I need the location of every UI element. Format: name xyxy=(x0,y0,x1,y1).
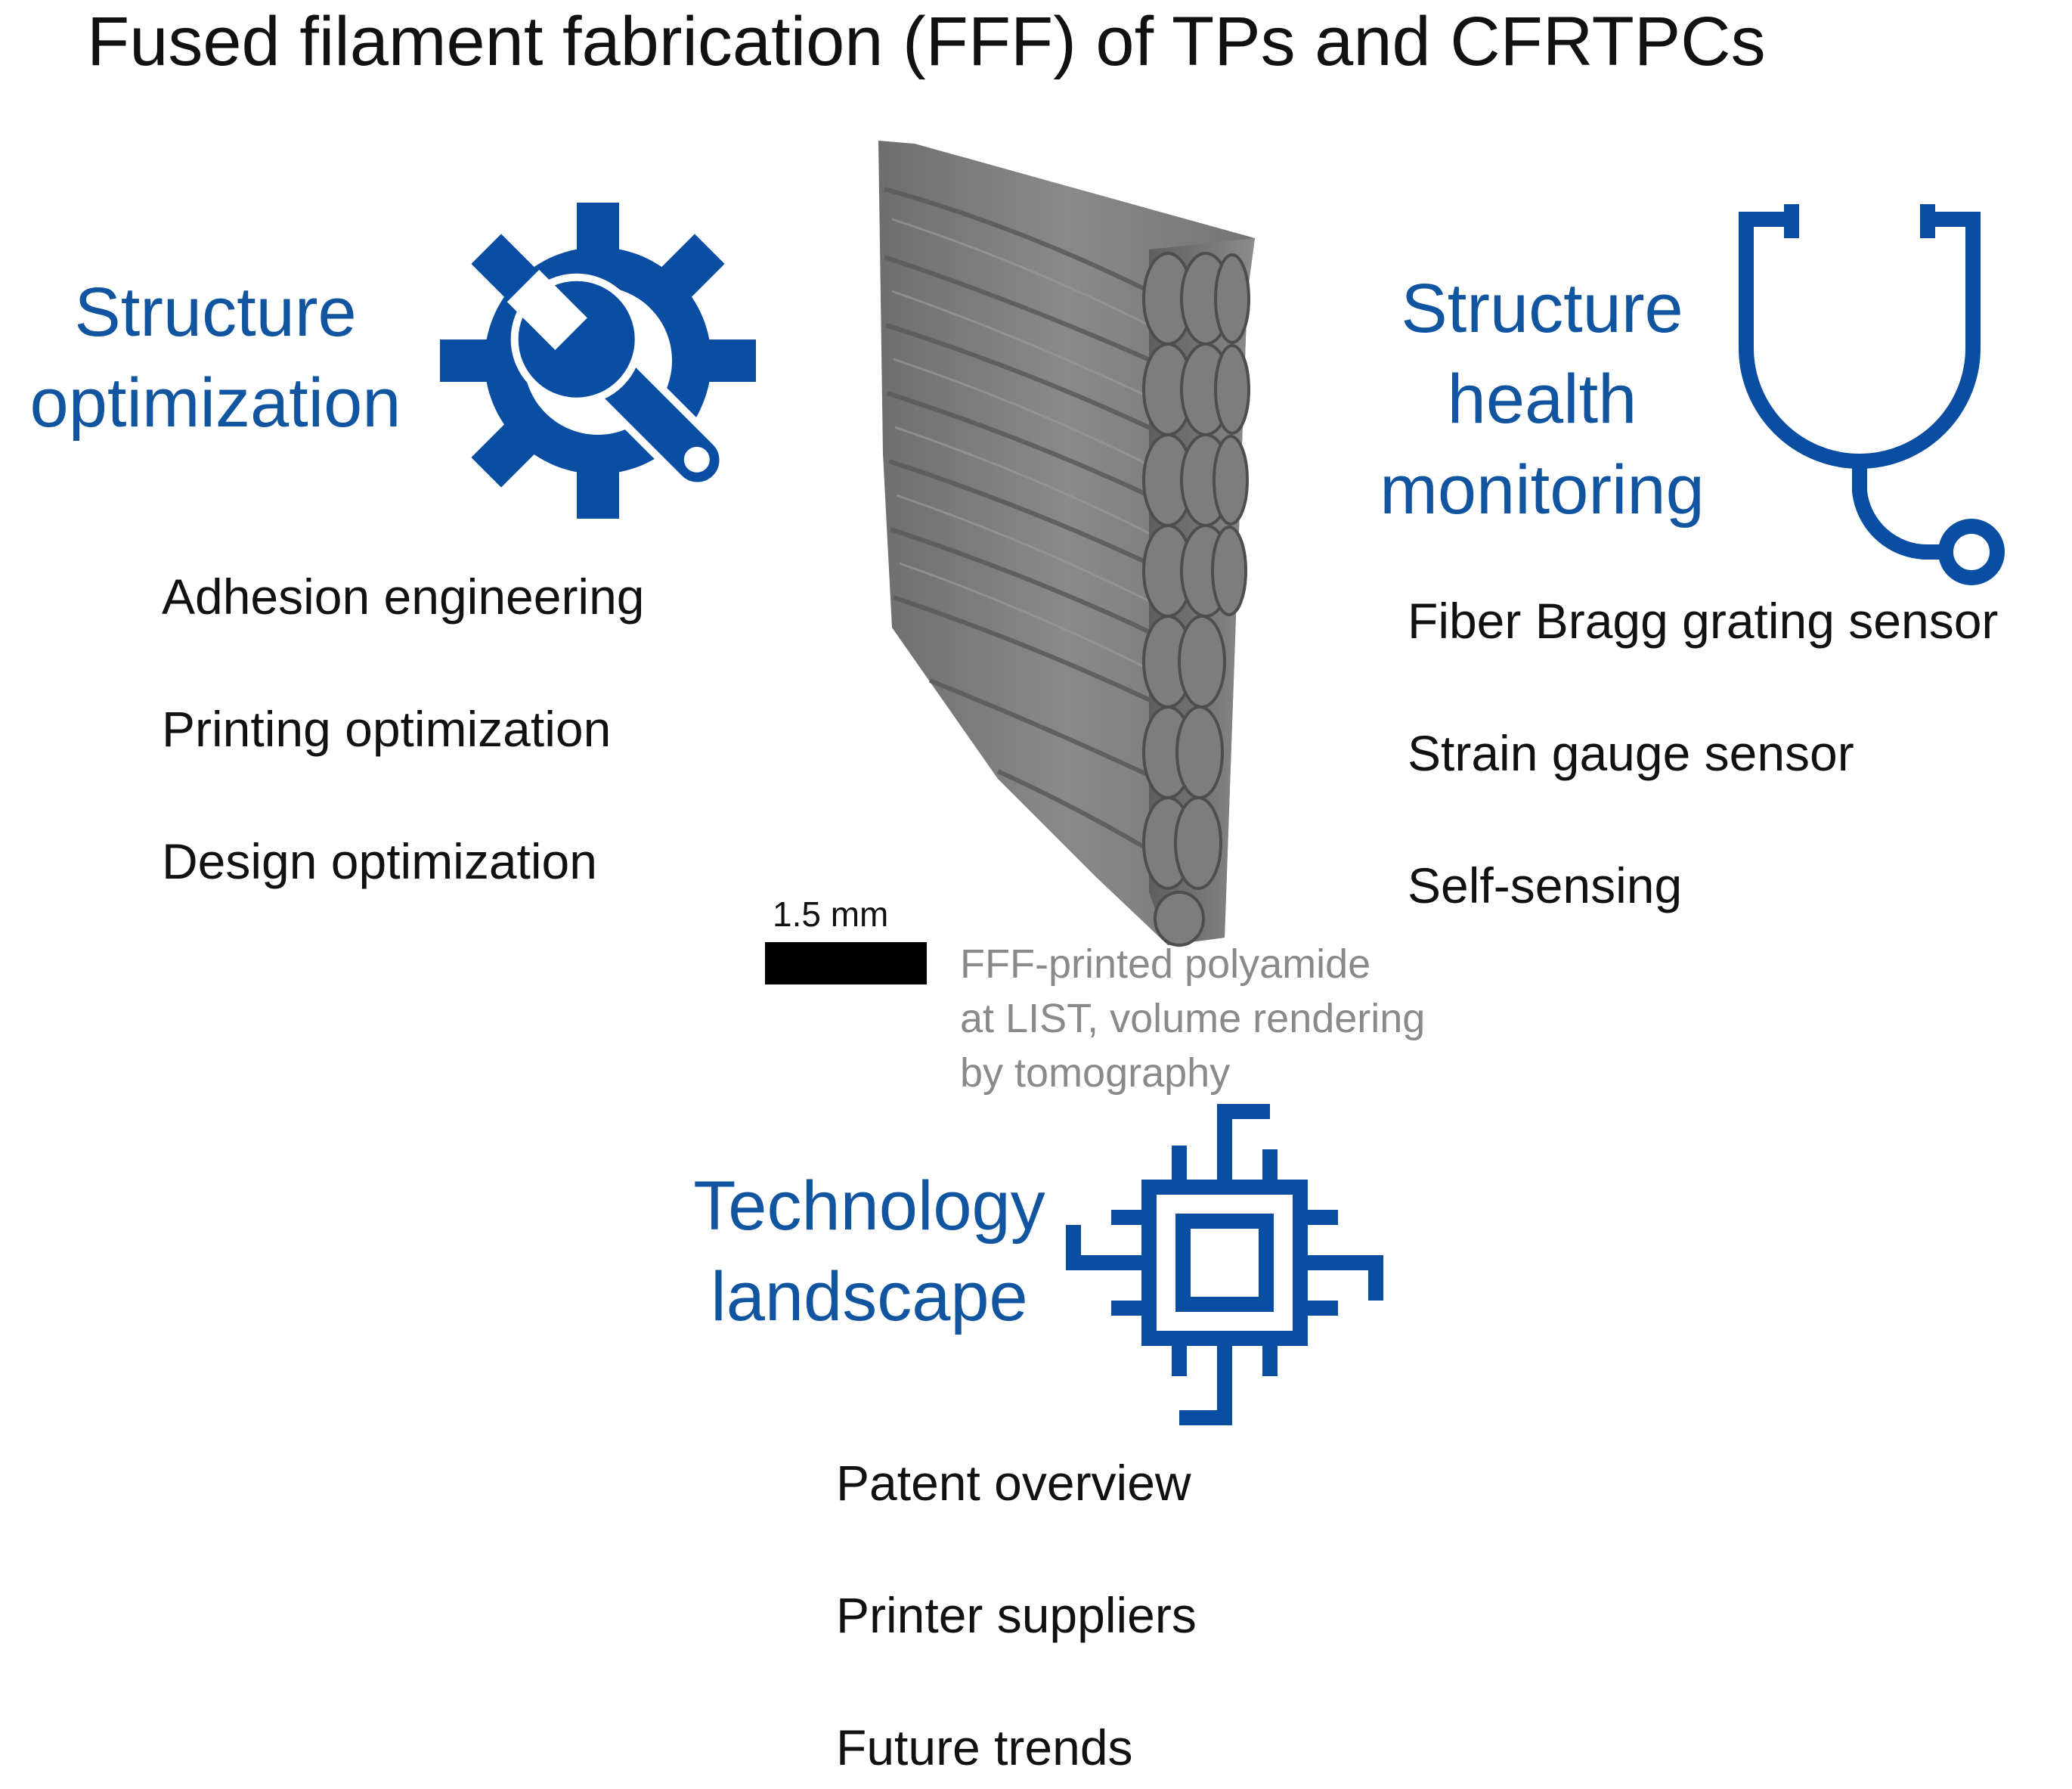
structure-optimization-title: Structure optimization xyxy=(0,267,431,448)
list-item: Printer suppliers xyxy=(836,1587,1197,1643)
technology-landscape-title: Technology landscape xyxy=(665,1161,1073,1342)
list-item: Patent overview xyxy=(836,1455,1191,1511)
list-item: Self-sensing xyxy=(1408,857,1683,913)
gear-wrench-icon xyxy=(440,203,756,519)
caption-line: FFF-printed polyamide xyxy=(960,941,1371,987)
image-caption: FFF-printed polyamide at LIST, volume re… xyxy=(960,937,1425,1100)
scale-bar-label: 1.5 mm xyxy=(773,895,889,934)
title-line: monitoring xyxy=(1380,451,1705,529)
list-item: Fiber Bragg grating sensor xyxy=(1408,593,1999,649)
title-line: Technology xyxy=(693,1167,1045,1245)
list-item: Adhesion engineering xyxy=(162,569,645,625)
caption-line: by tomography xyxy=(960,1050,1231,1096)
caption-line: at LIST, volume rendering xyxy=(960,996,1426,1041)
structure-health-monitoring-title: Structure health monitoring xyxy=(1353,263,1731,535)
list-item: Strain gauge sensor xyxy=(1408,725,1854,781)
title-line: optimization xyxy=(29,364,401,442)
title-line: health xyxy=(1447,361,1637,438)
stethoscope-icon xyxy=(1739,204,2005,585)
list-item: Future trends xyxy=(836,1719,1133,1775)
title-line: landscape xyxy=(711,1258,1028,1335)
list-item: Printing optimization xyxy=(162,701,612,757)
scale-bar xyxy=(765,942,927,984)
microchip-icon xyxy=(1066,1104,1383,1425)
list-item: Design optimization xyxy=(162,833,597,889)
tomography-rendering-image xyxy=(878,141,1255,947)
title-line: Structure xyxy=(74,274,357,351)
title-line: Structure xyxy=(1401,270,1683,347)
figure-title: Fused filament fabrication (FFF) of TPs … xyxy=(87,3,1766,80)
